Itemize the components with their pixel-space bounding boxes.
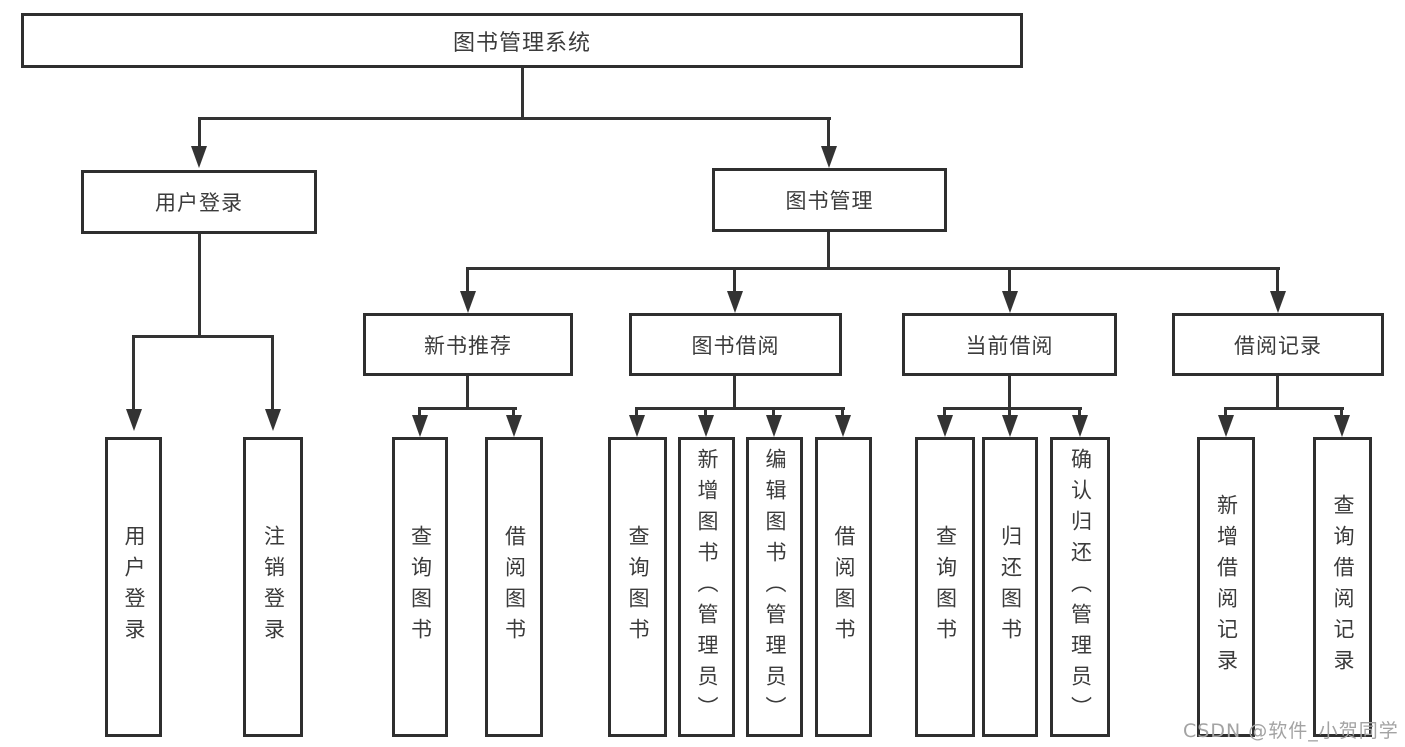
leaf-label: 归还图书: [998, 525, 1023, 649]
connector-stub: [418, 407, 421, 418]
arrow-down-icon: [126, 409, 142, 431]
connector-stub: [1008, 407, 1011, 418]
arrow-down-icon: [1002, 291, 1018, 313]
arrow-down-icon: [835, 415, 851, 437]
leaf-label: 查询图书: [626, 525, 650, 649]
connector-stub: [772, 407, 775, 418]
node-current-borrow-label: 当前借阅: [965, 333, 1054, 358]
leaf-add-borrow-record: 新增借阅记录: [1197, 437, 1255, 737]
leaf-label: 新增借阅记录: [1214, 494, 1239, 680]
node-root: 图书管理系统: [21, 13, 1023, 68]
node-new-book-rec-label: 新书推荐: [424, 333, 512, 358]
arrow-down-icon: [1218, 415, 1234, 437]
arrow-down-icon: [506, 415, 522, 437]
leaf-confirm-return-admin: 确认归还（管理员）: [1050, 437, 1110, 737]
node-user-login: 用户登录: [81, 170, 317, 234]
connector-rail: [943, 407, 1082, 410]
arrow-down-icon: [937, 415, 953, 437]
connector-user-login-rail: [132, 335, 274, 338]
connector-stub: [1008, 267, 1011, 294]
node-book-borrow: 图书借阅: [629, 313, 842, 376]
connector-stub: [943, 407, 946, 418]
connector-stub: [466, 267, 469, 294]
leaf-borrow-books-2: 借阅图书: [815, 437, 872, 737]
arrow-down-icon: [698, 415, 714, 437]
arrow-down-icon: [1072, 415, 1088, 437]
leaf-label: 注销登录: [261, 525, 286, 649]
node-borrow-records-label: 借阅记录: [1234, 333, 1322, 358]
connector-stub: [1224, 407, 1227, 418]
arrow-down-icon: [821, 146, 837, 168]
leaf-user-login: 用户登录: [105, 437, 162, 737]
connector-trunk: [1008, 376, 1011, 410]
node-book-borrow-label: 图书借阅: [691, 333, 780, 358]
connector-stub: [1340, 407, 1343, 418]
leaf-borrow-books-1: 借阅图书: [485, 437, 543, 737]
connector-trunk: [733, 376, 736, 410]
connector-trunk: [1276, 376, 1279, 410]
leaf-query-books-1: 查询图书: [392, 437, 448, 737]
node-new-book-rec: 新书推荐: [363, 313, 573, 376]
connector-stub: [271, 335, 274, 410]
node-current-borrow: 当前借阅: [902, 313, 1117, 376]
connector-root-trunk: [521, 68, 524, 118]
leaf-label: 确认归还（管理员）: [1068, 447, 1093, 727]
leaf-edit-books-admin: 编辑图书（管理员）: [746, 437, 803, 737]
leaf-label: 查询图书: [408, 525, 433, 649]
node-root-label: 图书管理系统: [452, 30, 591, 56]
arrow-down-icon: [191, 146, 207, 168]
connector-rail: [418, 407, 517, 410]
connector-stub: [1078, 407, 1081, 418]
connector-book-mgmt-trunk: [827, 232, 830, 270]
node-user-login-label: 用户登录: [155, 191, 243, 215]
connector-stub: [704, 407, 707, 418]
connector-stub: [733, 267, 736, 294]
connector-stub: [841, 407, 844, 418]
leaf-query-books-3: 查询图书: [915, 437, 975, 737]
leaf-label: 借阅图书: [502, 525, 527, 649]
arrow-down-icon: [629, 415, 645, 437]
connector-stub: [635, 407, 638, 418]
leaf-add-books-admin: 新增图书（管理员）: [678, 437, 735, 737]
connector-stub: [198, 117, 201, 148]
leaf-label: 查询借阅记录: [1331, 494, 1355, 680]
node-borrow-records: 借阅记录: [1172, 313, 1384, 376]
leaf-label: 用户登录: [122, 525, 146, 649]
leaf-query-borrow-record: 查询借阅记录: [1313, 437, 1372, 737]
connector-level2-rail: [198, 117, 831, 120]
leaf-label: 新增图书（管理员）: [695, 447, 719, 727]
connector-trunk: [466, 376, 469, 410]
leaf-label: 借阅图书: [832, 525, 856, 649]
arrow-down-icon: [766, 415, 782, 437]
leaf-label: 编辑图书（管理员）: [763, 447, 787, 727]
arrow-down-icon: [460, 291, 476, 313]
arrow-down-icon: [727, 291, 743, 313]
connector-stub: [512, 407, 515, 418]
leaf-logout: 注销登录: [243, 437, 303, 737]
node-book-mgmt-label: 图书管理: [785, 189, 874, 213]
arrow-down-icon: [265, 409, 281, 431]
connector-rail: [635, 407, 845, 410]
leaf-label: 查询图书: [933, 525, 958, 649]
connector-stub: [132, 335, 135, 410]
connector-stub: [1276, 267, 1279, 294]
connector-rail: [1224, 407, 1344, 410]
arrow-down-icon: [1334, 415, 1350, 437]
leaf-return-books: 归还图书: [982, 437, 1038, 737]
arrow-down-icon: [1002, 415, 1018, 437]
arrow-down-icon: [1270, 291, 1286, 313]
connector-user-login-trunk: [198, 234, 201, 337]
arrow-down-icon: [412, 415, 428, 437]
leaf-query-books-2: 查询图书: [608, 437, 667, 737]
csdn-watermark: CSDN @软件_小贺同学: [1183, 720, 1399, 742]
connector-level3-rail: [466, 267, 1280, 270]
connector-stub: [827, 117, 830, 148]
node-book-mgmt: 图书管理: [712, 168, 947, 232]
